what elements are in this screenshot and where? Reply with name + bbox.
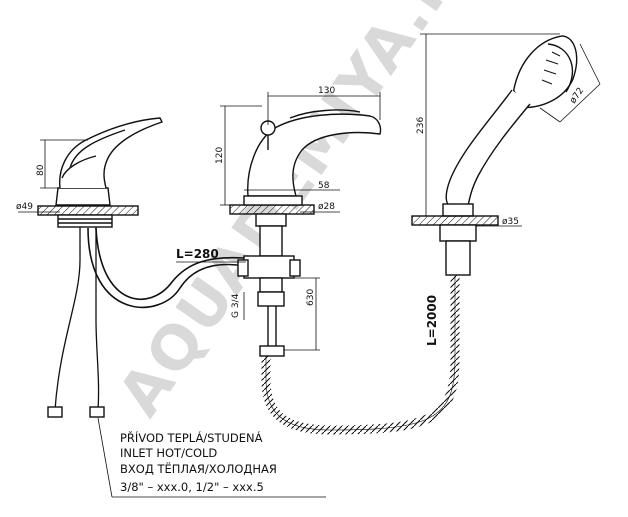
dim-label-236: 236 [416, 117, 426, 134]
dim-label-l2000: L=2000 [425, 295, 439, 346]
dim-label-l280: L=280 [176, 247, 219, 261]
dim-label-80: 80 [36, 164, 46, 176]
note-line-en: INLET HOT/COLD [120, 446, 217, 460]
dim-label-58: 58 [318, 181, 330, 191]
dim-line-120 [220, 105, 262, 206]
dim-label-630: 630 [306, 289, 316, 306]
dim-line-630 [284, 277, 320, 351]
right-handshower [261, 35, 578, 435]
dim-label-130: 130 [318, 86, 335, 96]
dim-line-130 [267, 92, 381, 125]
dim-label-dia-72: ø72 [568, 86, 586, 106]
note-line-ru: ВХОД ТЁПЛАЯ/ХОЛОДНАЯ [120, 461, 277, 476]
dim-label-dia-49: ø49 [16, 202, 33, 212]
dim-label-thread: G 3/4 [231, 293, 241, 318]
notes-leader [97, 417, 326, 498]
note-line-cz: PŘÍVOD TEPLÁ/STUDENÁ [120, 430, 263, 445]
dim-label-120: 120 [215, 147, 225, 164]
dim-label-dia-28: ø28 [318, 202, 335, 212]
left-mixer [37, 117, 245, 418]
middle-spout [229, 109, 382, 357]
dim-line-80 [40, 139, 88, 189]
note-line-sizes: 3/8" – xxx.0, 1/2" – xxx.5 [120, 480, 264, 494]
dim-label-dia-35: ø35 [502, 217, 519, 227]
dim-line-dia-72 [539, 43, 601, 123]
dim-line-236 [420, 33, 560, 217]
